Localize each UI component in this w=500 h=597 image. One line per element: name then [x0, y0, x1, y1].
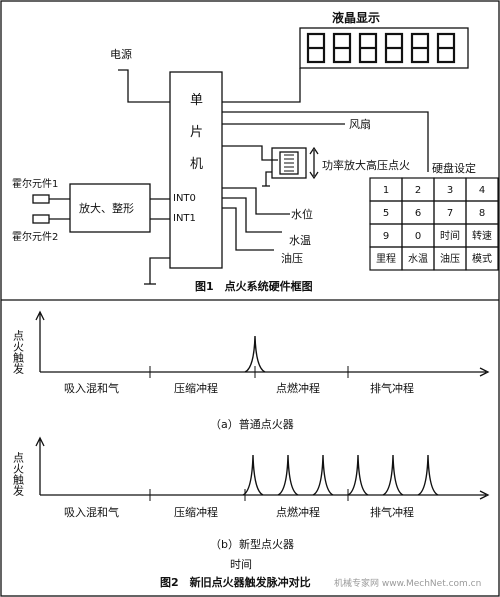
water-temp-label: 水温 [289, 234, 311, 247]
lcd-digits [306, 32, 456, 64]
hall-sensor-1-label: 霍尔元件1 [12, 177, 58, 190]
keypad-key-label: 9 [383, 231, 389, 242]
power-wire [118, 69, 170, 103]
hall-sensor-2-label: 霍尔元件2 [12, 230, 58, 243]
caption-b: （b）新型点火器 [210, 537, 294, 551]
fan-label: 风扇 [349, 117, 371, 131]
lcd-digit [384, 32, 404, 64]
keypad-key-label: 3 [447, 185, 453, 196]
axis-y-a-arrowhead [35, 310, 45, 321]
amplifier-box [69, 183, 151, 233]
keypad-key-label: 水温 [408, 253, 428, 265]
watermark-text: 机械专家网 www.MechNet.com.cn [334, 577, 481, 589]
keypad-key-label: 转速 [472, 229, 492, 242]
keypad-key-label: 油压 [440, 252, 460, 265]
keypad-key-label: 7 [447, 208, 453, 219]
lcd-digit [410, 32, 430, 64]
ignition-pulse [347, 454, 369, 496]
stroke-label-a-combustion: 点燃冲程 [276, 381, 320, 395]
water-temp-wire [222, 197, 282, 233]
pulses-a [244, 335, 266, 373]
figure-1-caption: 图1 点火系统硬件框图 [195, 279, 313, 293]
mcu-to-keyboard-wire [222, 111, 429, 172]
axis-x-a-arrowhead [479, 367, 490, 377]
lcd-digit [436, 32, 456, 64]
lcd-digit [306, 32, 326, 64]
caption-a: （a）普通点火器 [210, 417, 294, 431]
ignition-pulse [382, 454, 404, 496]
y-label-b: 点火触发 [12, 452, 25, 497]
ignition-wire [222, 145, 278, 161]
mcu-box [169, 71, 223, 269]
keypad-key-label: 2 [415, 185, 421, 196]
oil-pressure-label: 油压 [281, 251, 303, 265]
x-axis-label-time: 时间 [230, 558, 252, 571]
figure-1-block-diagram: 液晶显示 电源 单 片 机 INT0 INT1 霍尔元件1 霍尔元件2 放大、整… [12, 10, 499, 293]
hall-sensor-1 [32, 194, 50, 204]
ignition-label: 功率放大高压点火 [322, 158, 410, 172]
spark-arrowhead-up [309, 146, 319, 155]
hall-sensor-2 [32, 214, 50, 224]
ignition-pulse [277, 454, 299, 496]
ignition-pulse [417, 454, 439, 496]
keypad-key-label: 6 [415, 208, 421, 219]
keypad-key-label: 时间 [440, 229, 460, 242]
mcu-to-lcd-wire [222, 68, 301, 103]
ground-wire [149, 257, 170, 284]
ignition-coil-core [279, 151, 299, 175]
keypad-key-label: 8 [479, 208, 485, 219]
power-label: 电源 [110, 47, 132, 61]
keypad-cell[interactable] [465, 246, 499, 271]
ignition-coil-box [271, 147, 307, 179]
keypad-key-label: 里程 [376, 253, 396, 265]
keypad-key-label: 5 [383, 208, 389, 219]
figure-2-caption: 图2 新旧点火器触发脉冲对比 [160, 575, 311, 589]
mcu-char-2: 片 [190, 125, 203, 140]
keypad-key-label: 0 [415, 231, 421, 242]
axis-x-b-arrowhead [479, 490, 490, 500]
water-level-label: 水位 [291, 207, 313, 221]
spark-arrowhead-down [309, 171, 319, 180]
oil-pressure-wire [222, 207, 274, 251]
stroke-label-b-intake: 吸入混和气 [64, 505, 119, 519]
lcd-display-label: 液晶显示 [332, 10, 380, 25]
stroke-label-b-exhaust: 排气冲程 [370, 505, 414, 519]
mcu-char-1: 单 [190, 93, 203, 108]
keypad-key-label: 4 [479, 185, 485, 196]
ignition-pulse [242, 454, 264, 496]
mcu-char-3: 机 [190, 157, 203, 172]
keypad-key-label: 1 [383, 185, 389, 196]
keypad-key-label: 模式 [472, 252, 492, 265]
keypad-grid: 1 2 3 4 5 6 7 8 9 0 时间转速里程水温油压模式 [369, 177, 499, 271]
lcd-digit [358, 32, 378, 64]
lcd-digit [332, 32, 352, 64]
amplifier-label: 放大、整形 [79, 201, 134, 215]
pulses-b [242, 454, 439, 496]
stroke-label-b-compression: 压缩冲程 [174, 505, 218, 519]
lcd-display-box [299, 27, 469, 69]
stroke-label-a-exhaust: 排气冲程 [370, 381, 414, 395]
stroke-label-a-compression: 压缩冲程 [174, 381, 218, 395]
water-level-wire [222, 187, 290, 215]
figure-2-pulse-comparison: 点火触发 吸入混和气 压缩冲程 点燃冲程 排气冲程 （a）普通点火器 点火触发 … [12, 310, 490, 589]
axis-y-b-arrowhead [35, 436, 45, 447]
int1-label: INT1 [173, 213, 196, 224]
int0-label: INT0 [173, 193, 196, 204]
ignition-pulse [244, 335, 266, 373]
stroke-label-a-intake: 吸入混和气 [64, 381, 119, 395]
coil-ground-wire [265, 171, 272, 186]
ignition-pulse [312, 454, 334, 496]
keyboard-label: 硬盘设定 [432, 161, 476, 175]
stroke-label-b-combustion: 点燃冲程 [276, 505, 320, 519]
y-label-a: 点火触发 [12, 330, 25, 375]
